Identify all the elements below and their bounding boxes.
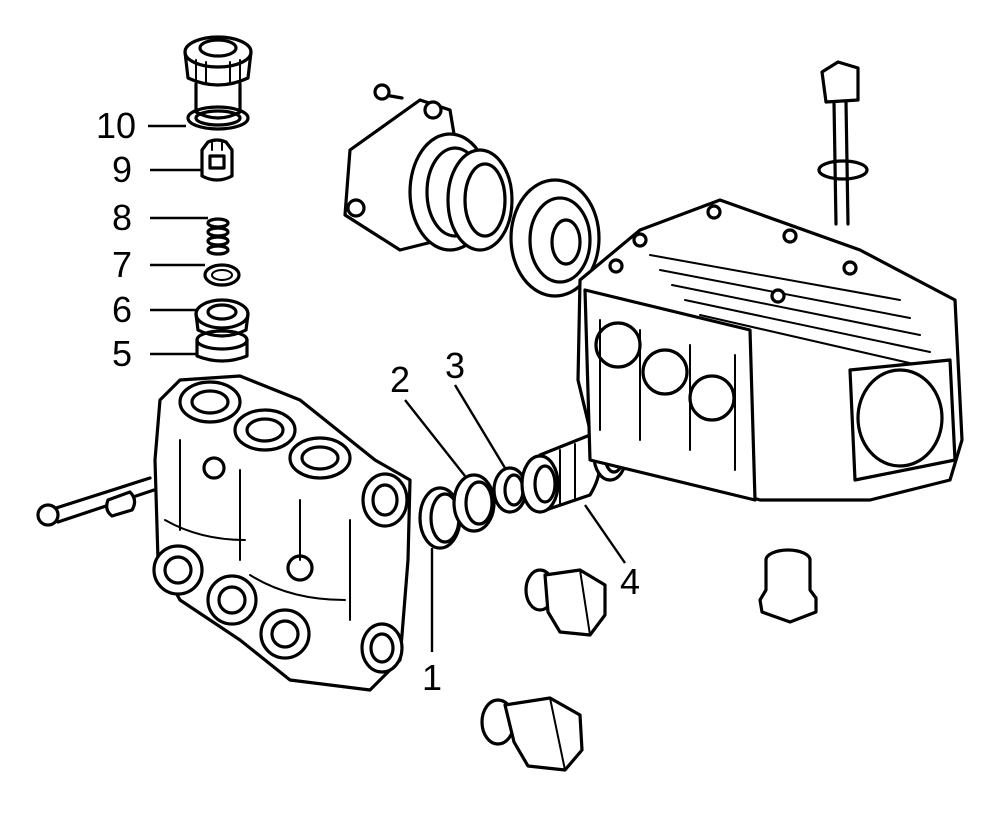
ball-bearing	[509, 178, 601, 298]
valve-plug-10	[183, 35, 253, 131]
crankcase	[576, 198, 964, 502]
drain-plug-right	[758, 548, 818, 624]
valve-seat-6	[194, 298, 250, 338]
label-3: 3	[445, 345, 465, 386]
oil-dipstick	[817, 60, 869, 226]
label-4: 4	[620, 561, 640, 602]
leader-lines	[148, 124, 626, 652]
bearing-cover	[343, 83, 514, 252]
label-8: 8	[112, 197, 132, 238]
drain-plug-lower	[480, 696, 584, 772]
valve-ring-7	[203, 263, 241, 287]
label-10: 10	[96, 105, 136, 146]
o-ring-5	[195, 329, 249, 363]
label-5: 5	[112, 333, 132, 374]
manifold-bolt	[36, 476, 156, 527]
label-7: 7	[112, 244, 132, 285]
pump-manifold	[152, 374, 412, 692]
valve-spring-8	[206, 217, 230, 256]
drain-plug-center	[524, 568, 607, 637]
label-1: 1	[422, 657, 442, 698]
label-9: 9	[112, 149, 132, 190]
seal-ring-2	[452, 473, 496, 533]
label-6: 6	[112, 289, 132, 330]
valve-cage-9	[200, 138, 234, 182]
label-2: 2	[390, 359, 410, 400]
part-labels: 10 9 8 7 6 5 1 2 3 4	[96, 105, 640, 698]
